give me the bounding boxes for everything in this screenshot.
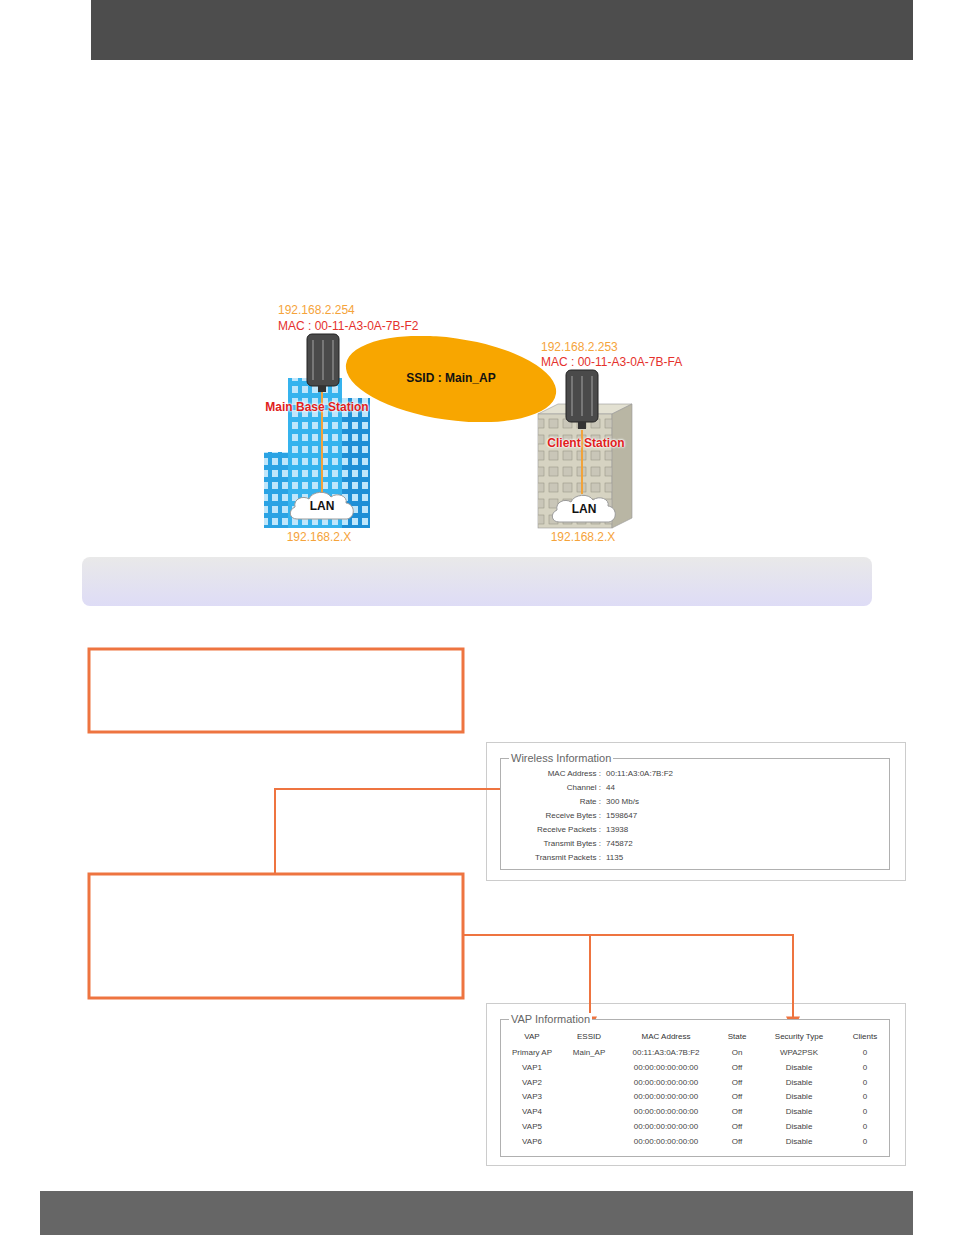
info-field: 00:11:A3:0A:7B:F2	[606, 770, 673, 778]
table-cell: Off	[732, 1064, 743, 1072]
table-cell: 00:00:00:00:00:00	[634, 1093, 699, 1101]
table-cell: 00:00:00:00:00:00	[634, 1079, 699, 1087]
network-address: 192.168.2.254	[278, 304, 355, 316]
info-field: MAC Address :	[548, 770, 601, 778]
building-label: Client StationLAN	[538, 378, 634, 528]
table-cell: Off	[732, 1093, 743, 1101]
node-label: LAN	[287, 499, 357, 513]
table-cell: VAP2	[522, 1079, 542, 1087]
info-field: Transmit Bytes :	[544, 840, 602, 848]
table-cell: State	[728, 1033, 747, 1041]
section-band	[82, 557, 872, 606]
node-label: Main Base Station	[264, 400, 370, 415]
table-cell: 0	[863, 1138, 867, 1146]
table-cell: VAP3	[522, 1093, 542, 1101]
callout-box	[89, 874, 463, 998]
table-cell: VAP	[524, 1033, 539, 1041]
info-field: Receive Packets :	[537, 826, 601, 834]
table-cell: Main_AP	[573, 1049, 605, 1057]
lan-cloud: LAN	[549, 491, 619, 525]
table-cell: VAP1	[522, 1064, 542, 1072]
table-cell: On	[732, 1049, 743, 1057]
node-label: Client Station	[538, 436, 634, 451]
table-cell: 0	[863, 1093, 867, 1101]
table-cell: Primary AP	[512, 1049, 552, 1057]
table-cell: 0	[863, 1079, 867, 1087]
info-field: Receive Bytes :	[545, 812, 601, 820]
table-cell: 0	[863, 1064, 867, 1072]
table-cell: WPA2PSK	[780, 1049, 818, 1057]
panel-legend: VAP Information	[509, 1013, 592, 1026]
info-field: Transmit Packets :	[535, 854, 601, 862]
table-cell: 00:00:00:00:00:00	[634, 1108, 699, 1116]
table-cell: Disable	[786, 1093, 813, 1101]
node-label: SSID : Main_AP	[343, 371, 559, 386]
table-cell: 00:00:00:00:00:00	[634, 1064, 699, 1072]
ssid-ellipse: SSID : Main_AP	[343, 336, 559, 422]
table-cell: 00:00:00:00:00:00	[634, 1138, 699, 1146]
table-cell: Disable	[786, 1064, 813, 1072]
table-cell: Disable	[786, 1123, 813, 1131]
leader-line	[463, 935, 793, 1029]
info-field: Channel :	[567, 784, 601, 792]
info-field: 1135	[606, 854, 623, 862]
info-field: 44	[606, 784, 615, 792]
info-field: 1598647	[606, 812, 637, 820]
table-cell: Disable	[786, 1108, 813, 1116]
table-cell: VAP5	[522, 1123, 542, 1131]
table-cell: 0	[863, 1049, 867, 1057]
table-cell: Disable	[786, 1079, 813, 1087]
info-field: Rate :	[580, 798, 601, 806]
table-cell: Off	[732, 1123, 743, 1131]
table-cell: Disable	[786, 1138, 813, 1146]
table-cell: Off	[732, 1138, 743, 1146]
table-cell: 00:00:00:00:00:00	[634, 1123, 699, 1131]
info-field: 300 Mb/s	[606, 798, 639, 806]
screenshot-frame	[487, 743, 906, 881]
network-address: MAC : 00-11-A3-0A-7B-F2	[278, 320, 419, 332]
table-cell: Off	[732, 1108, 743, 1116]
info-field: 13938	[606, 826, 628, 834]
info-field: 745872	[606, 840, 633, 848]
header-bar	[91, 0, 913, 60]
table-cell: Clients	[853, 1033, 877, 1041]
screenshot-frame	[487, 1004, 906, 1166]
client-building	[538, 404, 632, 528]
lan-cloud: LAN	[287, 488, 357, 522]
table-cell: 00:11:A3:0A:7B:F2	[632, 1049, 699, 1057]
table-cell: 0	[863, 1123, 867, 1131]
node-label: LAN	[549, 502, 619, 516]
callout-box	[89, 649, 463, 732]
building-label: Main Base StationLAN	[264, 378, 370, 528]
main-building	[264, 378, 370, 528]
table-cell: 0	[863, 1108, 867, 1116]
table-cell: ESSID	[577, 1033, 601, 1041]
table-cell: Off	[732, 1079, 743, 1087]
network-address: MAC : 00-11-A3-0A-7B-FA	[541, 356, 682, 368]
client-antenna	[566, 370, 598, 429]
main-antenna	[307, 334, 339, 392]
table-cell: MAC Address	[642, 1033, 691, 1041]
table-cell: Security Type	[775, 1033, 823, 1041]
panel-legend: Wireless Information	[509, 752, 613, 765]
network-address: 192.168.2.253	[541, 341, 618, 353]
network-address: 192.168.2.X	[287, 531, 352, 543]
info-panel: VAP Information	[500, 1019, 890, 1157]
table-cell: VAP4	[522, 1108, 542, 1116]
network-address: 192.168.2.X	[551, 531, 616, 543]
footer-bar	[40, 1191, 913, 1235]
table-cell: VAP6	[522, 1138, 542, 1146]
